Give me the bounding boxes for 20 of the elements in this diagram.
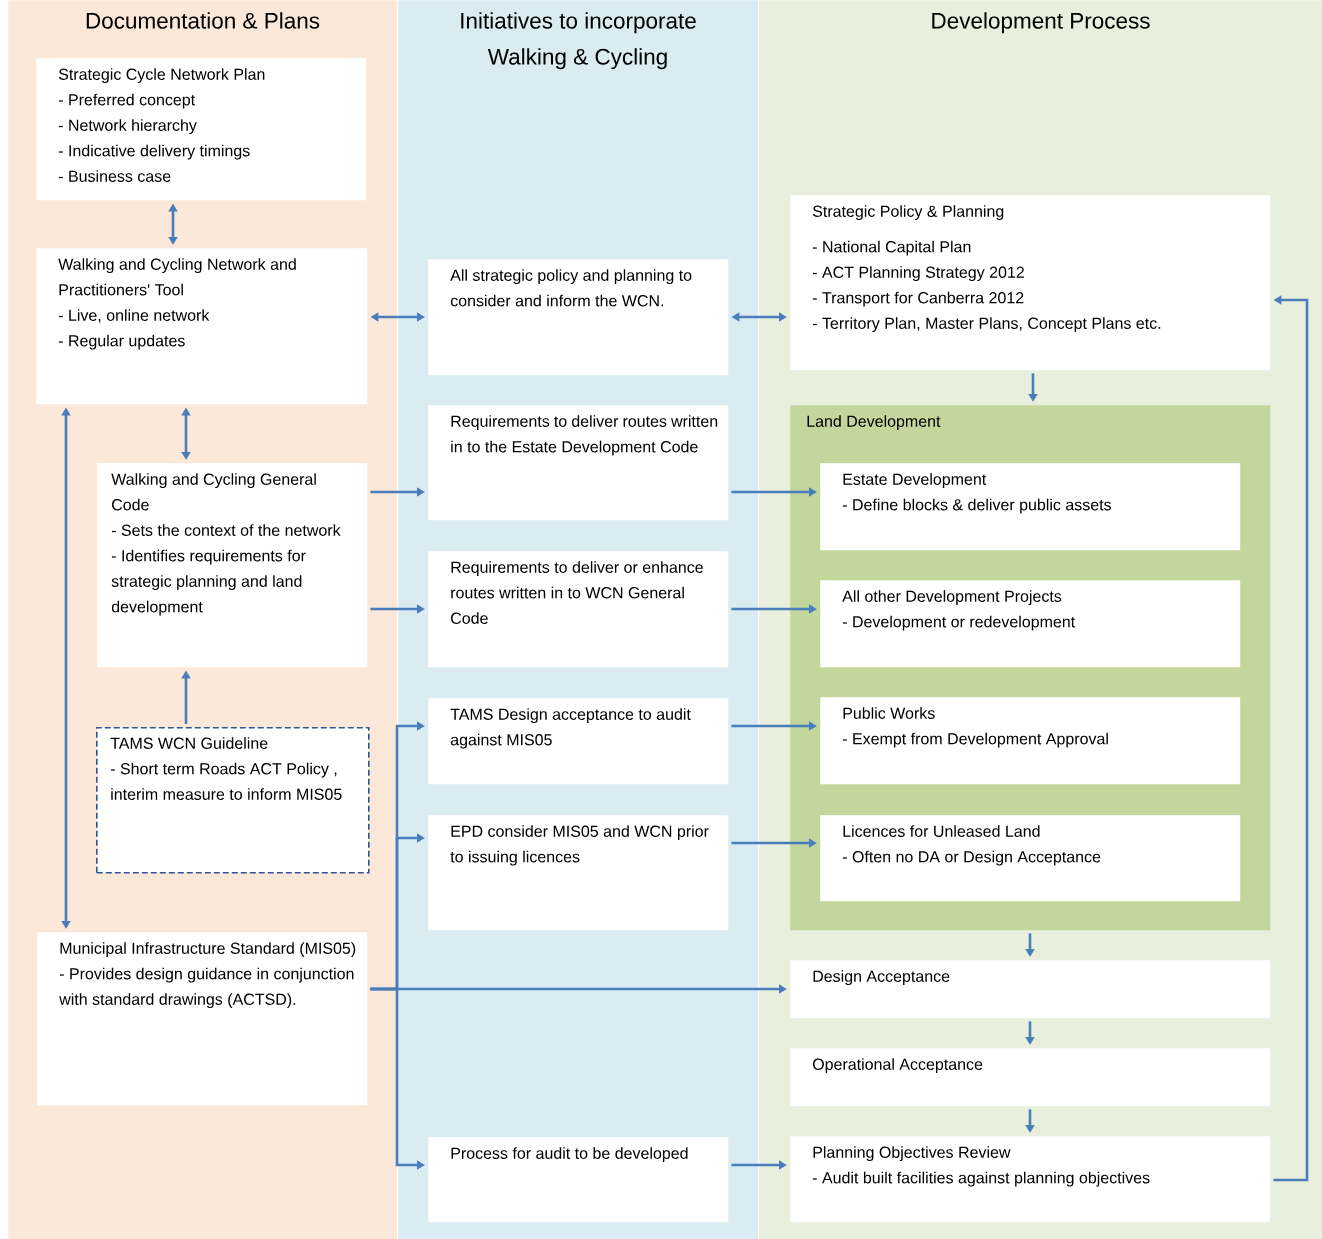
- process-box: Walking and Cycling General Code - Sets the context of the network - Identifies requirements for strategic planning and land development: [97, 463, 368, 668]
- process-box: Requirements to deliver or enhance routes written in to WCN General Code: [428, 551, 729, 668]
- process-box: Public Works - Exempt from Development Approval: [820, 697, 1241, 785]
- guideline-box: TAMS WCN Guideline - Short term Roads ACT Policy , interim measure to inform MIS05: [96, 727, 370, 874]
- process-box: Strategic Cycle Network Plan - Preferred concept - Network hierarchy - Indicative delivery timings - Business case: [36, 58, 367, 201]
- process-box: All strategic policy and planning to consider and inform the WCN.: [428, 259, 729, 376]
- process-box: Operational Acceptance: [790, 1048, 1271, 1107]
- process-box: Walking and Cycling Network and Practitioners' Tool - Live, online network - Regular updates: [36, 248, 368, 405]
- process-box: Strategic Policy & Planning - National Capital Plan - ACT Planning Strategy 2012 - Transport for Canberra 2012 - Territory Plan, Master Plans, Concept Plans etc.: [790, 195, 1271, 371]
- process-box: EPD consider MIS05 and WCN prior to issuing licences: [428, 815, 729, 931]
- process-box: Process for audit to be developed: [428, 1137, 729, 1223]
- process-box: Planning Objectives Review - Audit built facilities against planning objectives: [790, 1136, 1271, 1223]
- process-box: Estate Development - Define blocks & deliver public assets: [820, 463, 1241, 551]
- process-box: All other Development Projects - Development or redevelopment: [820, 580, 1241, 668]
- process-box: Licences for Unleased Land - Often no DA or Design Acceptance: [820, 815, 1241, 902]
- process-box: Design Acceptance: [790, 960, 1271, 1019]
- arrow: [1273, 295, 1309, 1182]
- process-box: TAMS Design acceptance to audit against MIS05: [428, 698, 729, 785]
- process-box: Municipal Infrastructure Standard (MIS05) - Provides design guidance in conjunction with standard drawings (ACTSD).: [37, 932, 368, 1106]
- process-box: Requirements to deliver routes written in to the Estate Development Code: [428, 405, 729, 521]
